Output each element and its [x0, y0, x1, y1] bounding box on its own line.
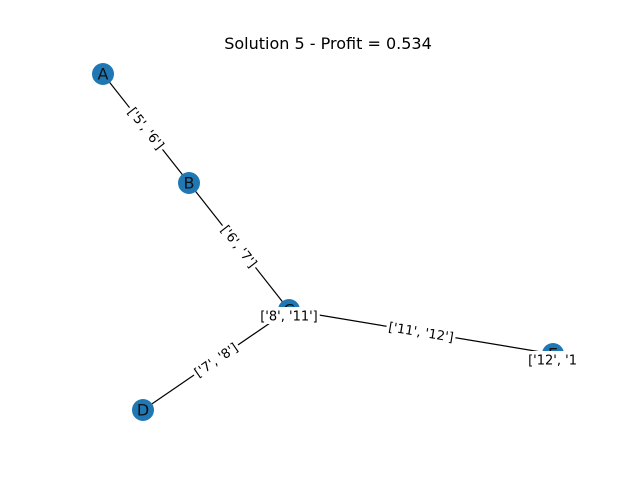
edge-label-bg: [123, 102, 170, 155]
edge-label-group-1: ['6', '7']: [216, 220, 263, 273]
edge-label-b-c: ['6', '7']: [217, 223, 259, 271]
edge-labels-layer: ['5', '6'] ['6', '7'] ['7', '8'] ['11', '12…: [123, 102, 594, 382]
nodes-layer: ABCDE: [92, 63, 564, 421]
edge-label-group-0: ['5', '6']: [123, 102, 170, 155]
edge-label-bg: [216, 220, 263, 273]
edge-label-bg: [526, 351, 576, 368]
figure-title: Solution 5 - Profit = 0.534: [224, 34, 432, 53]
node-label-a: A: [98, 65, 109, 84]
node-label-b: B: [184, 174, 195, 193]
node-b: [178, 172, 200, 194]
node-a: [92, 63, 114, 85]
edge-label-bg: [188, 337, 243, 382]
edges-layer: [102, 73, 554, 411]
edge-label-group-5: ['12', '14']: [526, 351, 594, 369]
edge-label-bg: [385, 317, 457, 346]
edge-label-group-3: ['11', '12']: [385, 317, 457, 346]
edge-label-bg: [258, 307, 320, 324]
edge-label-group-2: ['7', '8']: [188, 337, 243, 382]
node-d: [132, 399, 154, 421]
edge-label-c-c: ['8', '11']: [260, 310, 318, 325]
node-label-d: D: [137, 401, 149, 420]
edge-label-group-4: ['8', '11']: [258, 307, 320, 325]
edge-label-a-b: ['5', '6']: [124, 105, 166, 153]
edge-label-e-e: ['12', '14']: [528, 354, 594, 369]
